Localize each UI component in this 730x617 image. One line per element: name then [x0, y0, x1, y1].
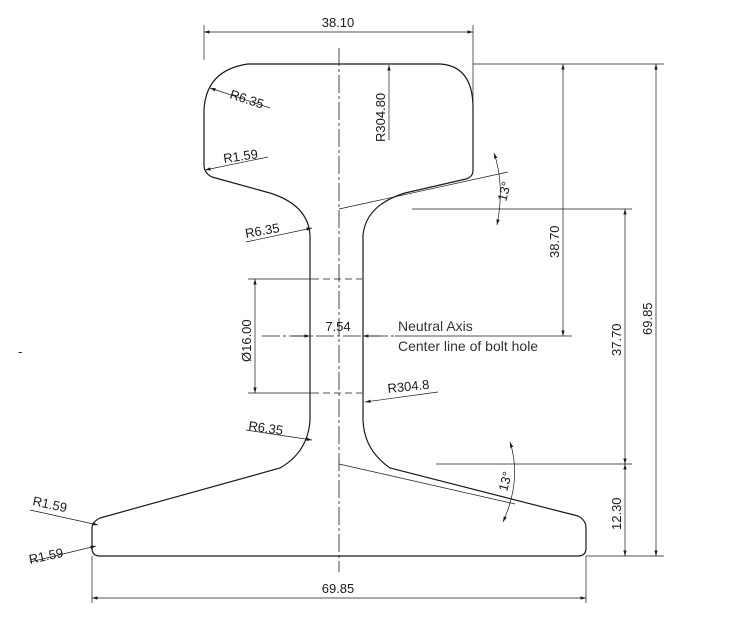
lower-web-fillet-leader: [245, 429, 313, 441]
head-angle-label: 13°: [494, 180, 514, 203]
crown-radius-label: R304.80: [373, 93, 388, 142]
overall-height-label: 69.85: [640, 302, 655, 335]
top-to-neutral-label: 38.70: [547, 225, 562, 258]
stray-mark: -: [18, 344, 22, 359]
neutral-axis-height-label: 37.70: [609, 323, 624, 356]
base-fillet-top-leader: [29, 509, 99, 526]
base-fillet-top-label: R1.59: [31, 493, 68, 515]
upper-web-fillet-label: R6.35: [244, 220, 281, 241]
base-angle-reference-line: [338, 463, 516, 505]
head-corner-radius-leader: [209, 87, 271, 109]
web-radius-leader: [364, 391, 439, 403]
base-toe-height-label: 12.30: [609, 497, 624, 530]
lower-web-fillet-label: R6.35: [248, 418, 284, 438]
bolt-hole-centerline-note: Center line of bolt hole: [398, 338, 538, 354]
neutral-axis-note: Neutral Axis: [398, 318, 473, 334]
base-angle-arc: [502, 441, 515, 523]
base-width-label: 69.85: [322, 581, 355, 596]
head-angle-reference-line: [338, 171, 509, 210]
base-fillet-bottom-leader: [29, 545, 97, 563]
web-radius-label: R304.8: [387, 377, 430, 396]
head-corner-radius-label: R6.35: [228, 87, 266, 112]
head-fillet-radius-leader: [204, 156, 269, 171]
base-angle-label: 13°: [495, 470, 515, 493]
head-fillet-radius-label: R1.59: [222, 146, 258, 166]
web-thickness-label: 7.54: [325, 319, 350, 334]
head-angle-arc: [493, 152, 501, 226]
base-fillet-bottom-label: R1.59: [28, 545, 65, 567]
upper-web-fillet-leader: [245, 227, 313, 243]
hole-diameter-label: Ø16.00: [239, 319, 254, 362]
rail-section-outline: [91, 63, 587, 557]
head-width-label: 38.10: [322, 15, 355, 30]
